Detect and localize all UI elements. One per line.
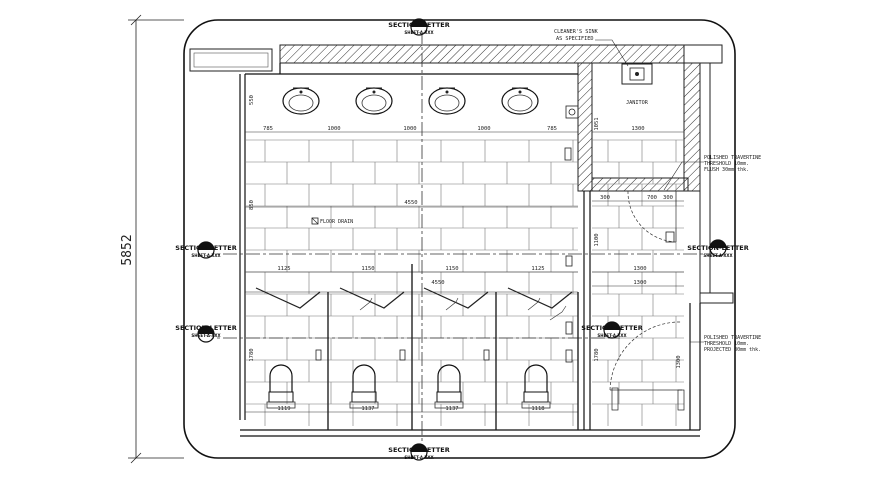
dim-top: 1000 [477, 126, 490, 132]
dim-top: 1000 [403, 126, 416, 132]
floor-drain-label: FLOOR DRAIN [320, 219, 353, 225]
section-marker-sub: SHEET-A-XXX [404, 30, 433, 35]
dim-janitor-width: 1300 [631, 126, 644, 132]
dim-vertical-left: 1780 [249, 348, 255, 361]
wc-partitions [327, 264, 579, 430]
dimension-lines [245, 131, 684, 413]
shelf [189, 48, 273, 72]
stall-doors [255, 287, 573, 309]
cleaners-sink-label-1: CLEANER'S SINK [554, 29, 599, 35]
dim-right-a: 700 [647, 195, 657, 201]
overall-dimension [128, 14, 184, 464]
wc-icon [349, 364, 379, 409]
dim-partition: 1150 [361, 266, 374, 272]
section-marker-sub: SHEET-A-XXX [703, 253, 732, 258]
dim-top: 785 [263, 126, 273, 132]
dim-bottom: 1118 [531, 406, 544, 412]
wc-icon [266, 364, 296, 409]
threshold-leaders [663, 161, 704, 382]
janitor-door [627, 190, 677, 243]
plan-frame [183, 19, 736, 459]
dim-partition: 1125 [277, 266, 290, 272]
section-marker-label: SECTION-LETTER [388, 446, 449, 454]
walls [279, 44, 734, 304]
dim-right-b: 1300 [633, 266, 646, 272]
dim-bottom: 1137 [361, 406, 374, 412]
wash-basins [282, 87, 539, 115]
cleaners-sink-leader [595, 39, 629, 67]
wash-basin-icon [501, 87, 539, 115]
section-marker-label: SECTION-LETTER [687, 244, 748, 252]
wall-fixtures [315, 105, 675, 363]
water-closets [266, 364, 551, 409]
wc-icon [434, 364, 464, 409]
section-marker-sub: SHEET-A-XXX [191, 253, 220, 258]
dim-partition: 1125 [531, 266, 544, 272]
dim-vertical-right: 1300 [676, 355, 682, 368]
floor-drain-icon [311, 217, 319, 225]
cleaners-sink [621, 63, 653, 85]
section-marker-sub: SHEET-A-XXX [404, 455, 433, 460]
threshold-a-1: POLISHED TRAVERTINE [704, 155, 761, 161]
overall-dimension-label: 5852 [120, 234, 135, 265]
dim-vertical-right: 1051 [594, 117, 600, 130]
threshold-a-3: FLUSH 30mm thk. [704, 167, 749, 173]
stall-door-arrows [359, 297, 567, 321]
dim-right-a: 300 [600, 195, 610, 201]
threshold-b-2: THRESHOLD 10mm. [704, 341, 749, 347]
dim-vertical-left: 550 [249, 95, 255, 105]
section-marker-sub: SHEET-A-XXX [191, 333, 220, 338]
dim-bottom: 1119 [277, 406, 290, 412]
dim-top: 1000 [327, 126, 340, 132]
wash-basin-icon [428, 87, 466, 115]
section-marker-sub: SHEET-A-XXX [597, 333, 626, 338]
dim-top: 785 [547, 126, 557, 132]
dim-bottom: 1137 [445, 406, 458, 412]
section-cut-lines [200, 30, 720, 460]
dim-vertical-right: 1100 [594, 233, 600, 246]
shelf-inner [193, 52, 269, 68]
dim-right-b: 1300 [633, 280, 646, 286]
dim-right-a: 300 [663, 195, 673, 201]
dim-middle-total: 4550 [404, 200, 417, 206]
cleaners-sink-label-2: AS SPECIFIED [556, 36, 593, 42]
wash-basin-icon [355, 87, 393, 115]
wc-icon [521, 364, 551, 409]
section-marker-label: SECTION-LETTER [175, 324, 236, 332]
dim-vertical-right: 1780 [594, 348, 600, 361]
dim-partitions-total: 4550 [431, 280, 444, 286]
section-marker-label: SECTION-LETTER [175, 244, 236, 252]
threshold-a-2: THRESHOLD 10mm. [704, 161, 749, 167]
janitor-label: JANITOR [626, 100, 649, 106]
entry-door [609, 321, 685, 411]
dim-vertical-left: 850 [249, 200, 255, 210]
dim-partition: 1150 [445, 266, 458, 272]
section-marker-label: SECTION-LETTER [581, 324, 642, 332]
threshold-b-1: POLISHED TRAVERTINE [704, 335, 761, 341]
wash-basin-icon [282, 87, 320, 115]
section-marker-label: SECTION-LETTER [388, 21, 449, 29]
threshold-b-3: PROJECTED 30mm thk. [704, 347, 761, 353]
